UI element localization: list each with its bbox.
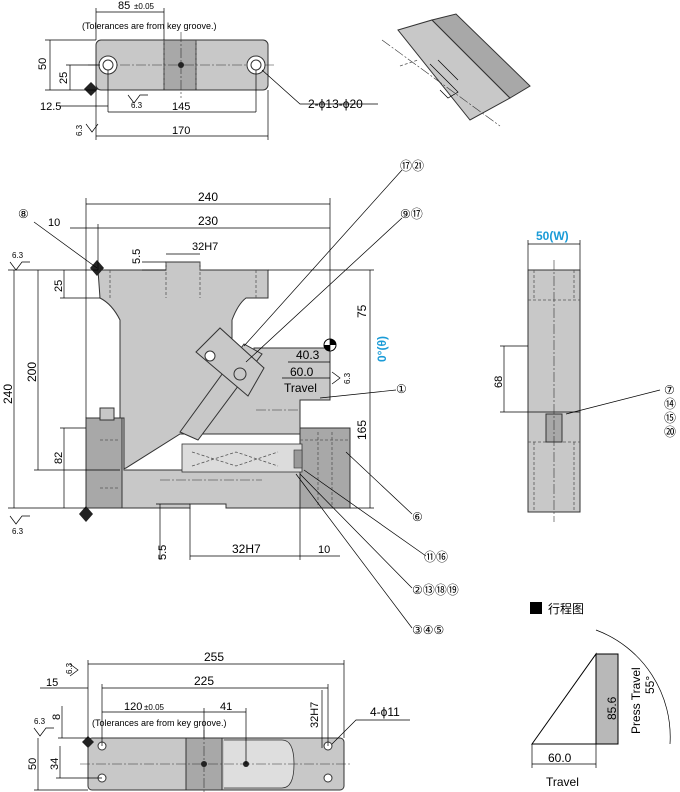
dim-50-bottom: 50 [27, 758, 39, 770]
balloon-17-21: ⑰㉑ [400, 159, 424, 173]
travel-value: 60.0 [548, 751, 572, 765]
cam-lever [195, 327, 265, 397]
dim-230: 230 [198, 214, 218, 228]
width-label: 50(W) [536, 229, 569, 243]
angle-55: 55° [643, 676, 657, 694]
dim-120: 120 [124, 701, 142, 713]
datum-marker-bottom-view [82, 736, 94, 748]
dim-240-w: 240 [198, 190, 218, 204]
balloon-9-17: ⑨⑰ [400, 207, 423, 221]
dim-82: 82 [53, 452, 65, 464]
dim-255: 255 [204, 650, 224, 664]
dim-40-3: 40.3 [296, 348, 320, 362]
travel-label: Travel [284, 381, 317, 395]
dim-50: 50 [37, 58, 49, 70]
mount-hole-4 [323, 773, 333, 783]
pin-hole [178, 62, 184, 68]
datum-marker-bottom [79, 506, 93, 522]
finish-bottom-top: 6.3 [65, 662, 74, 674]
balloon-3-4-5: ③④⑤ [412, 623, 444, 637]
spring-window [181, 443, 303, 473]
balloon-7: ⑦ [664, 383, 675, 397]
detail-view [381, 13, 531, 127]
balloon-1: ① [396, 382, 407, 396]
dim-75: 75 [355, 304, 369, 318]
dim-15: 15 [46, 677, 58, 689]
balloon-15: ⑮ [664, 411, 676, 425]
dim-41: 41 [220, 701, 232, 713]
press-travel-value: 85.6 [605, 696, 619, 720]
dim-68: 68 [493, 376, 505, 388]
balloon-14: ⑭ [664, 397, 676, 411]
dim-120-tol: ±0.05 [144, 703, 165, 712]
dim-10-top: 10 [48, 217, 60, 229]
dim-5-5-top: 5.5 [131, 249, 143, 264]
dim-12-5: 12.5 [40, 101, 61, 113]
dim-85-tol: ±0.05 [134, 2, 155, 11]
tolerance-note-bottom: (Tolerances are from key groove.) [92, 718, 227, 728]
finish-mark-side: 6.3 [75, 124, 84, 136]
press-travel-bar [595, 653, 619, 745]
finish-front-top: 6.3 [12, 251, 24, 260]
stroke-triangle [531, 652, 597, 745]
balloon-6: ⑥ [412, 510, 423, 524]
bottom-view: 255 15 225 120 ±0.05 41 (Tolerances are … [27, 650, 410, 792]
legend-square [530, 602, 542, 614]
balloon-20: ⑳ [664, 425, 676, 439]
dim-170: 170 [172, 125, 190, 137]
dim-25-front: 25 [53, 280, 65, 292]
base-left-block [85, 417, 123, 509]
finish-bottom-left: 6.3 [34, 717, 46, 726]
dim-32h7-bottom: 32H7 [232, 542, 261, 556]
angle-label: 0°(θ) [375, 336, 389, 362]
dim-25: 25 [58, 72, 70, 84]
dim-60-0: 60.0 [290, 365, 314, 379]
legend-label: 行程图 [548, 601, 584, 616]
top-view: 85 ±0.05 (Tolerances are from key groove… [37, 0, 378, 140]
dim-200: 200 [25, 362, 39, 382]
finish-front-right: 6.3 [343, 372, 352, 384]
balloon-11-16: ⑪⑯ [424, 550, 448, 564]
balloon-2-13-18-19: ②⑬⑱⑲ [412, 583, 459, 597]
side-view: 50(W) 68 [493, 229, 661, 522]
datum-marker [84, 82, 98, 96]
dim-32h7-bottom-view: 32H7 [309, 702, 321, 728]
dim-240-h: 240 [1, 384, 15, 404]
travel-label-diagram: Travel [546, 775, 579, 789]
stroke-diagram: 行程图 60.0 Travel 85.6 Press Travel 55° [530, 601, 671, 789]
hole-note: 2-ϕ13-ϕ20 [308, 97, 363, 111]
dim-145: 145 [172, 101, 190, 113]
dim-85: 85 [118, 0, 130, 12]
front-view: 240 230 10 5.5 32H7 240 200 25 82 6.3 6.… [1, 169, 427, 629]
balloon-8: ⑧ [18, 207, 29, 221]
hole-note-bottom: 4-ϕ11 [370, 705, 400, 719]
base-screw [99, 407, 115, 421]
finish-mark: 6.3 [131, 101, 143, 110]
finish-front-bottom: 6.3 [12, 527, 24, 536]
dim-34: 34 [49, 758, 61, 770]
dim-165: 165 [355, 420, 369, 440]
dim-5-5-bottom: 5.5 [157, 545, 169, 560]
dim-225: 225 [194, 674, 214, 688]
press-travel-label: Press Travel [629, 667, 643, 734]
dim-10-bottom: 10 [318, 544, 330, 556]
base-right-block [299, 427, 351, 509]
balloons: ⑧ ⑰㉑ ⑨⑰ ① ⑥ ⑪⑯ ②⑬⑱⑲ ③④⑤ ⑦ ⑭ ⑮ ⑳ [18, 159, 676, 637]
dim-8: 8 [51, 714, 63, 720]
tolerance-note: (Tolerances are from key groove.) [82, 21, 217, 31]
dim-32h7-top: 32H7 [192, 241, 218, 253]
